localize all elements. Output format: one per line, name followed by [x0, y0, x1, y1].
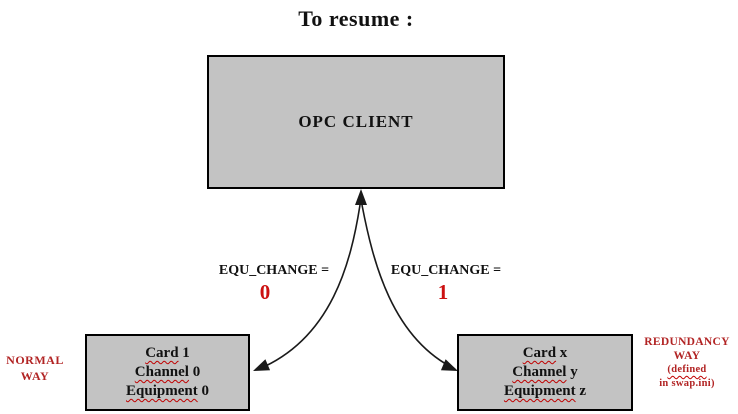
equ-change-value-0: 0 [259, 280, 271, 304]
equ-change-value-1: 1 [437, 280, 449, 304]
redundancy-way-caption: REDUNDANCY WAY (defined in swap.ini) [636, 336, 738, 390]
curved-arrow-left-line [258, 204, 361, 370]
diagram-title: To resume : [298, 6, 414, 31]
caption-line: WAY [673, 349, 701, 362]
curved-arrow-right-line [361, 204, 456, 370]
normal-way-caption: NORMAL WAY [2, 352, 68, 384]
box-line: Equipment 0 [126, 383, 209, 399]
caption-line: WAY [20, 369, 50, 383]
box-line: Card x [522, 345, 568, 361]
opc-client-box: OPC CLIENT [207, 55, 505, 189]
caption-line: NORMAL [6, 353, 64, 367]
arrowhead-left-icon [253, 359, 271, 371]
arrowhead-up-icon [355, 189, 367, 205]
box-line: Channel 0 [134, 364, 201, 380]
caption-line: (defined [667, 364, 707, 375]
redundancy-way-box: Card x Channel y Equipment z [457, 334, 633, 411]
equ-change-label-left: EQU_CHANGE = [218, 263, 330, 278]
arrowhead-right-icon [440, 359, 458, 371]
box-line: Channel y [512, 364, 578, 380]
opc-client-label: OPC CLIENT [298, 112, 414, 131]
caption-line: REDUNDANCY [644, 336, 730, 348]
normal-way-box: Card 1 Channel 0 Equipment 0 [85, 334, 250, 411]
box-line: Card 1 [145, 345, 190, 361]
box-line: Equipment z [503, 383, 587, 399]
caption-line: in swap.ini) [659, 377, 715, 389]
equ-change-label-right: EQU_CHANGE = [390, 263, 502, 278]
